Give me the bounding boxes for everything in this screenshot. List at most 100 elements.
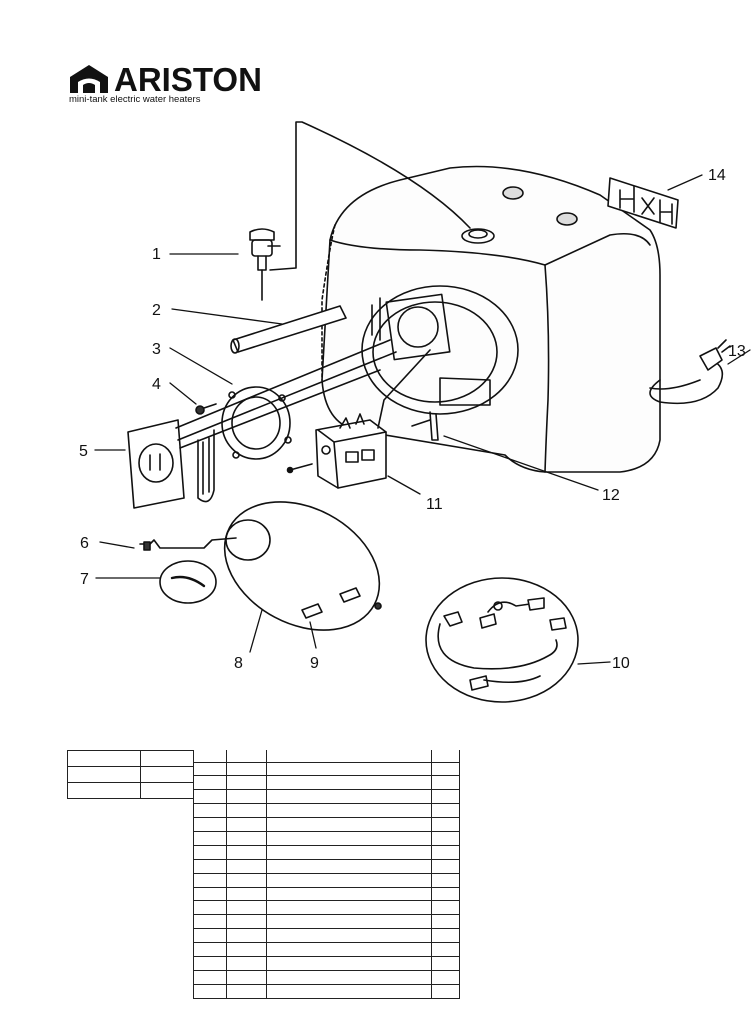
table-cell	[266, 872, 432, 888]
table-row	[193, 817, 460, 832]
table-cell	[226, 886, 267, 902]
table-cell	[193, 900, 227, 916]
part-2-anode-rod	[230, 305, 347, 354]
table-cell	[140, 766, 194, 783]
callout-14: 14	[708, 167, 726, 184]
table-cell	[193, 817, 227, 832]
table-cell	[431, 844, 460, 860]
table-row	[67, 750, 194, 767]
callout-4: 4	[152, 376, 161, 393]
parts-list-table	[193, 750, 460, 999]
table-cell	[266, 900, 432, 916]
table-row	[193, 928, 460, 944]
callout-1: 1	[152, 246, 161, 263]
table-cell	[226, 872, 267, 888]
table-cell	[266, 858, 432, 874]
table-cell	[226, 817, 267, 832]
table-cell	[431, 803, 460, 819]
table-row	[193, 942, 460, 957]
ariston-house-icon	[70, 65, 108, 93]
table-cell	[431, 830, 460, 846]
table-cell	[140, 750, 194, 767]
table-row	[193, 761, 460, 777]
callout-13: 13	[728, 343, 746, 360]
callout-3: 3	[152, 341, 161, 358]
table-cell	[193, 844, 227, 860]
part-9-clips	[301, 587, 361, 619]
part-7-cap	[159, 560, 217, 604]
table-cell	[226, 761, 267, 777]
tank-body	[321, 165, 661, 473]
table-cell	[193, 928, 227, 944]
table-cell	[226, 775, 267, 791]
table-row	[193, 914, 460, 930]
table-cell	[431, 858, 460, 874]
table-cell	[431, 900, 460, 916]
table-cell	[67, 766, 141, 783]
part-13-power-cord	[649, 339, 731, 405]
table-cell	[140, 782, 194, 799]
table-cell	[266, 983, 432, 999]
table-cell	[193, 775, 227, 791]
exploded-parts-diagram: 1 2 3 4 5 6 7 8 9 10 11 12 13 14	[79, 121, 751, 703]
table-cell	[193, 830, 227, 846]
table-cell	[193, 803, 227, 819]
table-cell	[193, 942, 227, 957]
ariston-logo: ARISTON mini-tank electric water heaters	[68, 62, 262, 106]
table-row	[193, 858, 460, 874]
table-cell	[431, 750, 460, 762]
table-cell	[431, 775, 460, 791]
table-cell	[266, 955, 432, 971]
table-cell	[431, 955, 460, 971]
table-cell	[226, 844, 267, 860]
table-row	[193, 886, 460, 902]
callout-6: 6	[80, 535, 89, 552]
table-cell	[193, 872, 227, 888]
table-cell	[67, 782, 141, 799]
table-cell	[193, 983, 227, 999]
table-row	[67, 766, 194, 783]
table-cell	[226, 789, 267, 805]
leader-lines	[94, 174, 751, 665]
dip-tube-line	[269, 121, 471, 271]
table-cell	[226, 914, 267, 930]
table-cell	[67, 750, 141, 767]
table-row	[193, 969, 460, 985]
table-cell	[226, 858, 267, 874]
table-cell	[266, 789, 432, 805]
table-cell	[266, 750, 432, 762]
part-14-label-plate	[607, 177, 679, 229]
table-cell	[266, 914, 432, 930]
callout-9: 9	[310, 655, 319, 672]
table-row	[193, 830, 460, 846]
table-row	[193, 872, 460, 888]
table-row	[193, 789, 460, 805]
callout-12: 12	[602, 487, 620, 504]
table-cell	[226, 942, 267, 957]
brand-name: ARISTON	[114, 61, 262, 98]
table-cell	[193, 858, 227, 874]
table-row	[67, 782, 194, 799]
table-cell	[431, 789, 460, 805]
table-cell	[431, 983, 460, 999]
table-cell	[431, 817, 460, 832]
table-cell	[266, 928, 432, 944]
callout-7: 7	[80, 571, 89, 588]
callout-2: 2	[152, 302, 161, 319]
table-cell	[266, 830, 432, 846]
table-cell	[193, 750, 227, 762]
table-cell	[431, 886, 460, 902]
table-cell	[226, 803, 267, 819]
table-cell	[226, 900, 267, 916]
table-cell	[266, 775, 432, 791]
table-cell	[193, 886, 227, 902]
table-row	[193, 803, 460, 819]
callout-5: 5	[79, 443, 88, 460]
table-cell	[431, 914, 460, 930]
callout-10: 10	[612, 655, 630, 672]
table-cell	[266, 886, 432, 902]
table-cell	[431, 969, 460, 985]
table-cell	[431, 942, 460, 957]
table-row	[193, 844, 460, 860]
tank-front-opening	[361, 285, 519, 415]
